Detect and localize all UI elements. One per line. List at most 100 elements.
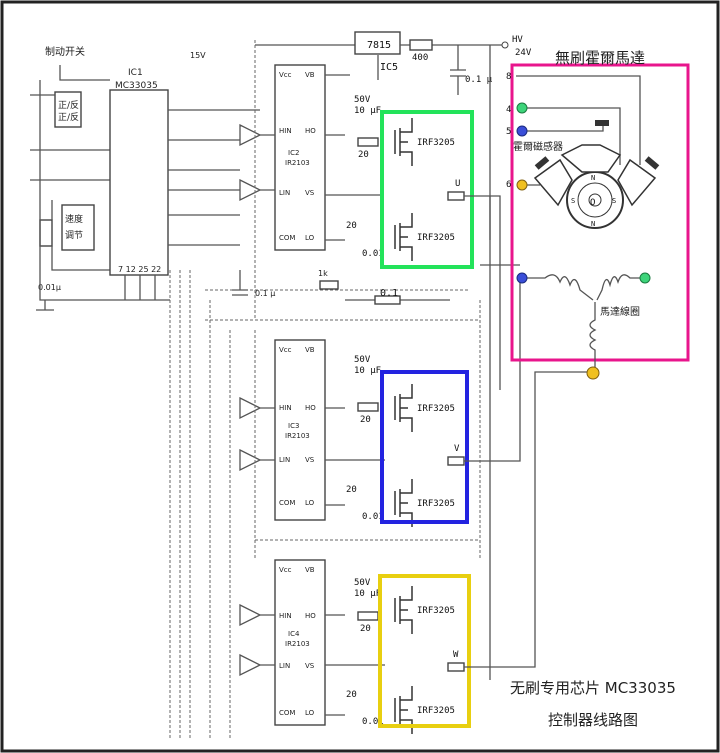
drv2-name: IC2 [288,149,299,157]
r400-label: 400 [412,53,428,63]
blue-highlight-box [380,370,469,524]
top-15v-label: 15V [190,51,206,60]
cap-50v-3: 50V [354,578,371,588]
drv4-vcc: Vcc [279,566,292,574]
left-control-section: 制动开关 正/反 正/反 速度 调节 0.01μ [30,45,170,311]
drv4-com: COM [279,709,295,717]
left-cap-label: 0.01μ [38,283,61,292]
green-highlight-box [380,110,474,269]
motor-section: 無刷霍爾馬達 8 4 5 6 霍爾磁感器 N N S S O 馬達線圈 [506,49,690,380]
caption-line-1: 无刷专用芯片 MC33035 [510,679,676,697]
ic1-pin-row: 7 12 25 22 [118,265,161,274]
mid-res-label: 1k [318,269,328,278]
coil-label: 馬達線圈 [600,305,640,318]
motor-highlight-box [510,63,690,362]
direction-label: 正/反 [58,100,79,111]
hv-label: HV [512,35,523,45]
drv3-lin: LIN [279,456,290,464]
drv3-com: COM [279,499,295,507]
driver-ic-3: Vcc VB HIN HO IC3 IR2103 LIN VS COM LO [239,339,385,521]
mosfet-label: IRF3205 [417,404,455,414]
hall-sensor-label: 霍爾磁感器 [513,140,563,153]
hall-pin-blue-dot [516,125,528,137]
motor-pin-5: 5 [506,127,511,137]
mosfet-symbol [394,686,413,734]
top-cap-label: 0.1 μ [465,75,493,85]
drv3-ho: HO [305,404,316,412]
drv2-ho: HO [305,127,316,135]
mosfet-label: IRF3205 [417,138,455,148]
rotor-n-top: N [591,174,595,182]
mosfet-symbol [394,118,413,166]
drv2-vcc: Vcc [279,71,292,79]
gate-c-1: 0.01 [362,249,384,259]
speed-control-box [61,204,95,251]
drv3-name: IC3 [288,422,299,430]
coil-pin-blue-dot [516,272,528,284]
middle-passives: 0.1 μ 1k 0.1 [232,269,450,305]
mosfet-label: IRF3205 [417,606,455,616]
regulator-name: IC5 [380,62,398,73]
drv2-lin: LIN [279,189,290,197]
gate-r-1: 20 [358,150,369,160]
mid-cap-label: 0.1 μ [255,289,275,298]
mosfet-symbol [394,213,413,261]
rotor-s-left: S [571,197,575,205]
regulator-7815 [354,31,401,55]
drv3-part: IR2103 [285,432,310,440]
gate-resistors: 20 20 0.01 20 20 0.01 20 20 0.01 [346,137,384,727]
drv4-name: IC4 [288,630,300,638]
cap-10u-2: 10 μF [354,366,381,376]
rotor-s-right: S [612,197,616,205]
cap-50v-1: 50V [354,95,371,105]
mid-01-label: 0.1 [380,288,398,299]
phase-v-label: V [454,444,460,454]
drv3-vs: VS [305,456,315,464]
caption-line-2: 控制器线路图 [548,711,638,729]
driver-ic-2: Vcc VB HIN HO IC2 IR2103 LIN VS COM LO [239,64,380,251]
mosfet-bridges: IRF3205IRF3205IRF3205IRF3205IRF3205IRF32… [394,118,455,734]
drv2-hin: HIN [279,127,292,135]
ic1-part: MC33035 [115,81,158,91]
gate-r-3: 20 [360,415,371,425]
mosfet-label: IRF3205 [417,499,455,509]
rotor-center: O [590,198,595,208]
gate-r-5: 20 [360,624,371,634]
hall-pin-green-dot [516,102,528,114]
drv4-hin: HIN [279,612,292,620]
drv4-part: IR2103 [285,640,310,648]
driver-ic-4: Vcc VB HIN HO IC4 IR2103 LIN VS COM LO [239,559,385,726]
drv2-vs: VS [305,189,315,197]
phase-w-label: W [453,650,459,660]
mosfet-symbol [394,384,413,432]
cap-10u-1: 10 μF [354,106,381,116]
speed-label: 速度 [65,213,83,225]
gate-c-2: 0.01 [362,512,384,522]
drv4-ho: HO [305,612,316,620]
regulator-part: 7815 [367,40,391,51]
gate-r-2: 20 [346,221,357,231]
mosfet-symbol [394,586,413,634]
drv3-vcc: Vcc [279,346,292,354]
coil-pin-green-dot [639,272,651,284]
mosfet-symbol [394,479,413,527]
gate-c-3: 0.01 [362,717,384,727]
mosfet-label: IRF3205 [417,706,455,716]
direction-switch [54,91,82,128]
ic1-mc33035: IC1 MC33035 7 12 25 22 [109,68,260,740]
mosfet-label: IRF3205 [417,233,455,243]
cap-10u-3: 10 μF [354,589,381,599]
cap-50v-2: 50V [354,355,371,365]
hall-pin-yellow-dot [516,179,528,191]
drv2-vb: VB [305,71,315,79]
rotor-n-bottom: N [591,220,595,228]
brake-switch-label: 制动开关 [45,45,85,58]
drv2-com: COM [279,234,295,242]
adjust-label: 调节 [65,230,83,241]
drv3-vb: VB [305,346,315,354]
gate-r-4: 20 [346,485,357,495]
gate-r-6: 20 [346,690,357,700]
